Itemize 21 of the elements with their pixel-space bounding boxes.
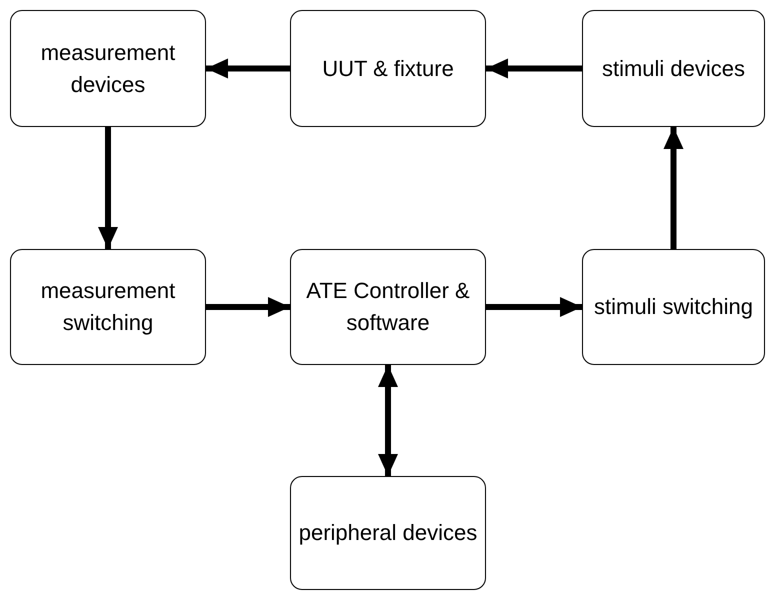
arrow bbox=[486, 58, 582, 78]
process-box bbox=[290, 249, 486, 365]
box-label: ATE Controller & software bbox=[305, 277, 471, 337]
arrow bbox=[664, 127, 684, 249]
box-label: measurement switching bbox=[40, 277, 176, 337]
process-box bbox=[10, 249, 206, 365]
arrow bbox=[206, 58, 290, 78]
process-box bbox=[582, 10, 765, 127]
arrow bbox=[206, 297, 290, 317]
box-label: peripheral devices bbox=[298, 519, 478, 547]
process-box bbox=[290, 10, 486, 127]
box-label: stimuli devices bbox=[602, 54, 746, 82]
box-label: measurement devices bbox=[40, 38, 176, 98]
box-label: UUT & fixture bbox=[322, 54, 454, 82]
arrow bbox=[486, 297, 582, 317]
arrow bbox=[378, 365, 398, 476]
box-label: stimuli switching bbox=[594, 293, 753, 321]
arrow bbox=[98, 127, 118, 249]
process-box bbox=[10, 10, 206, 127]
process-box bbox=[582, 249, 765, 365]
process-box bbox=[290, 476, 486, 590]
